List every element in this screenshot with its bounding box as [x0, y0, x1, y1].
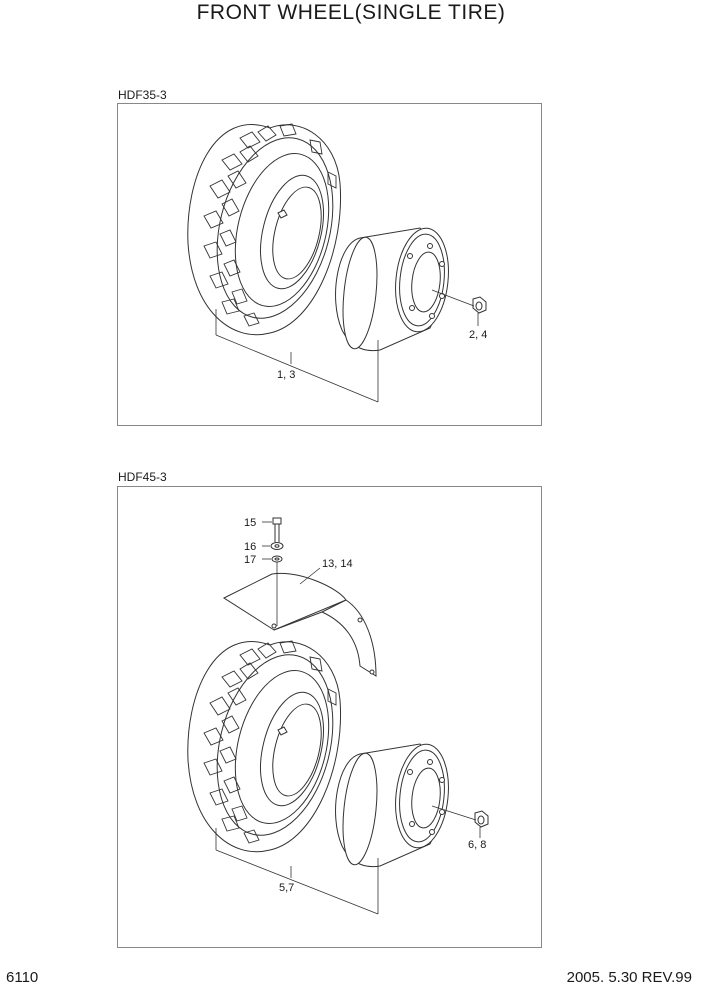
diagram-frame-hdf35: [117, 103, 542, 426]
callout-tire-rim-hdf35: 1, 3: [277, 369, 295, 381]
callout-nut-hdf35: 2, 4: [469, 329, 487, 341]
leader-lines-hdf35: [215, 289, 479, 403]
rim-icon: [335, 741, 454, 868]
callout-washer-a: 16: [244, 541, 256, 553]
hub-nut-icon: [474, 810, 489, 828]
page-number: 6110: [6, 969, 39, 986]
callout-fender: 13, 14: [322, 558, 353, 570]
callout-nut-hdf45: 6, 8: [468, 839, 486, 851]
page-title: FRONT WHEEL(SINGLE TIRE): [196, 1, 506, 24]
tire-icon: [187, 123, 352, 336]
bolt-icon: [272, 517, 282, 542]
hub-nut-icon: [472, 296, 487, 314]
rim-icon: [335, 225, 454, 352]
model-label-hdf35: HDF35-3: [118, 88, 167, 102]
diagram-frame-hdf45: [117, 486, 542, 948]
callout-washer-b: 17: [244, 554, 256, 566]
fender-icon: [222, 572, 377, 677]
callout-bolt: 15: [244, 517, 256, 529]
leader-lines-hdf45: [215, 521, 481, 915]
washer-icon: [270, 542, 284, 563]
model-label-hdf45: HDF45-3: [118, 470, 167, 484]
revision-date: 2005. 5.30 REV.99: [566, 969, 692, 986]
callout-tire-rim-hdf45: 5,7: [279, 882, 294, 894]
tire-icon: [187, 640, 352, 853]
